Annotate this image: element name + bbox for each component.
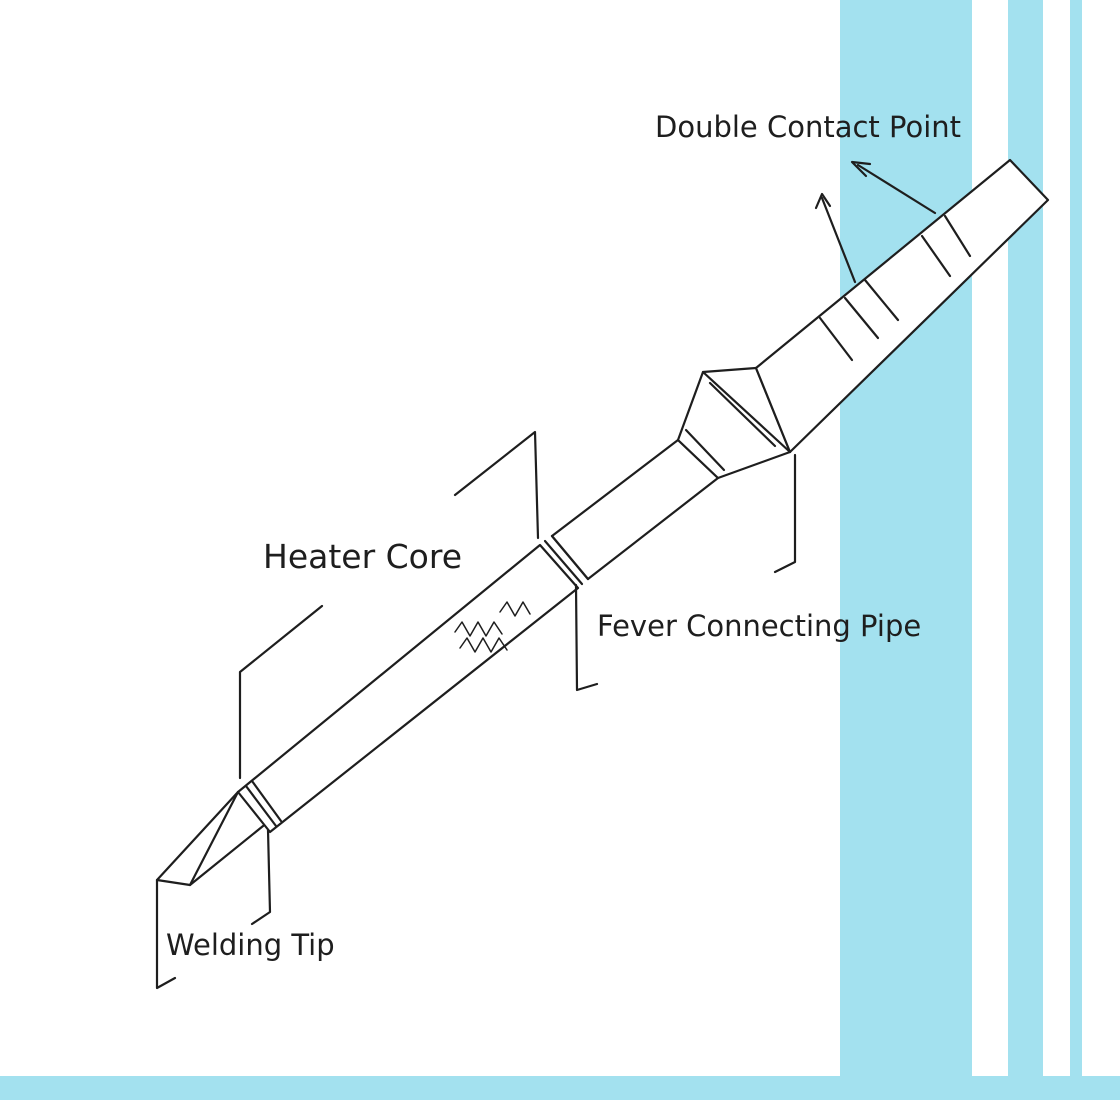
double-contact-arrows (814, 160, 937, 284)
fever-connecting-pipe-label: Fever Connecting Pipe (597, 609, 922, 643)
contact-rings (818, 214, 972, 362)
welding-tip-label: Welding Tip (166, 928, 335, 962)
heater-core-logo (454, 601, 531, 653)
background-stripe-right (1070, 0, 1082, 1100)
fever-pipe-bracket (574, 453, 797, 692)
heater-core-label: Heater Core (263, 537, 463, 576)
double-contact-point-label: Double Contact Point (655, 110, 962, 144)
background-stripe-wide (840, 0, 972, 1100)
heater-core-bracket (238, 430, 540, 780)
contact-rod (754, 158, 1050, 454)
welding-tip-bracket (155, 828, 272, 990)
fever-connecting-pipe (550, 438, 720, 581)
heater-core-body (236, 543, 580, 834)
background-stripe-bottom (0, 1076, 1120, 1100)
